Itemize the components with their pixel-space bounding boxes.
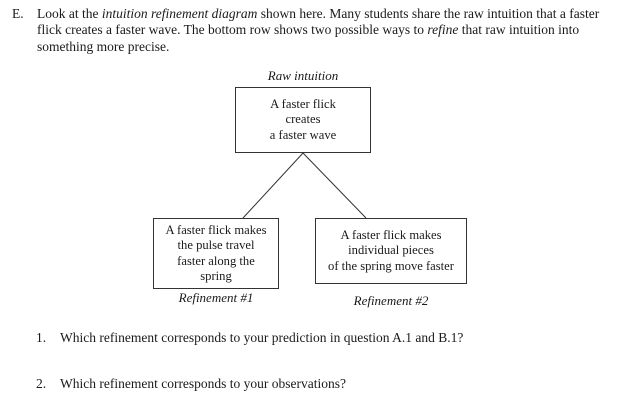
intro-text-part-3: that raw intuition into something more p… xyxy=(37,22,580,54)
intro-text-part-2: shown here. Many students share the raw … xyxy=(37,6,600,38)
intro-text-part-1: Look at the xyxy=(37,6,102,21)
intro-text: Look at the intuition refinement diagram… xyxy=(37,6,622,55)
node-refinement-2-line-1: A faster flick makes xyxy=(340,227,442,242)
question-2-marker: 2. xyxy=(36,376,47,392)
node-raw-intuition-line-2: creates xyxy=(285,112,321,127)
node-refinement-1-line-3: faster along the xyxy=(177,253,255,268)
connector-left xyxy=(242,152,304,219)
question-list: 1. Which refinement corresponds to your … xyxy=(36,330,616,393)
intro-italic-term-2: refine xyxy=(427,22,459,38)
question-1-marker: 1. xyxy=(36,330,47,345)
caption-refinement-2: Refinement #2 xyxy=(353,293,429,308)
caption-raw-intuition: Raw intuition xyxy=(267,68,339,83)
caption-refinement-1: Refinement #1 xyxy=(178,290,254,305)
intro-italic-term-1: intuition refinement diagram xyxy=(101,6,258,21)
question-2-text: Which refinement corresponds to your obs… xyxy=(60,376,347,392)
node-raw-intuition: A faster flick creates a faster wave xyxy=(235,87,371,153)
intro-marker: E. xyxy=(12,6,24,21)
node-raw-intuition-line-1: A faster flick xyxy=(270,96,336,111)
node-refinement-2-line-3: of the spring move faster xyxy=(328,258,454,273)
intro-block: E. Look at the intuition refinement diag… xyxy=(12,6,622,55)
connector-right xyxy=(302,152,367,219)
node-refinement-2-line-2: individual pieces xyxy=(348,243,434,258)
node-refinement-2: A faster flick makes individual pieces o… xyxy=(315,218,467,284)
node-refinement-1: A faster flick makes the pulse travel fa… xyxy=(153,218,279,289)
question-item-1: 1. Which refinement corresponds to your … xyxy=(36,330,616,346)
node-refinement-1-line-1: A faster flick makes xyxy=(165,222,267,237)
node-refinement-1-line-4: spring xyxy=(200,268,232,283)
node-refinement-1-line-2: the pulse travel xyxy=(177,238,255,253)
question-item-2: 2. Which refinement corresponds to your … xyxy=(36,376,616,392)
node-raw-intuition-line-3: a faster wave xyxy=(269,127,337,142)
question-1-text: Which refinement corresponds to your pre… xyxy=(60,330,464,345)
